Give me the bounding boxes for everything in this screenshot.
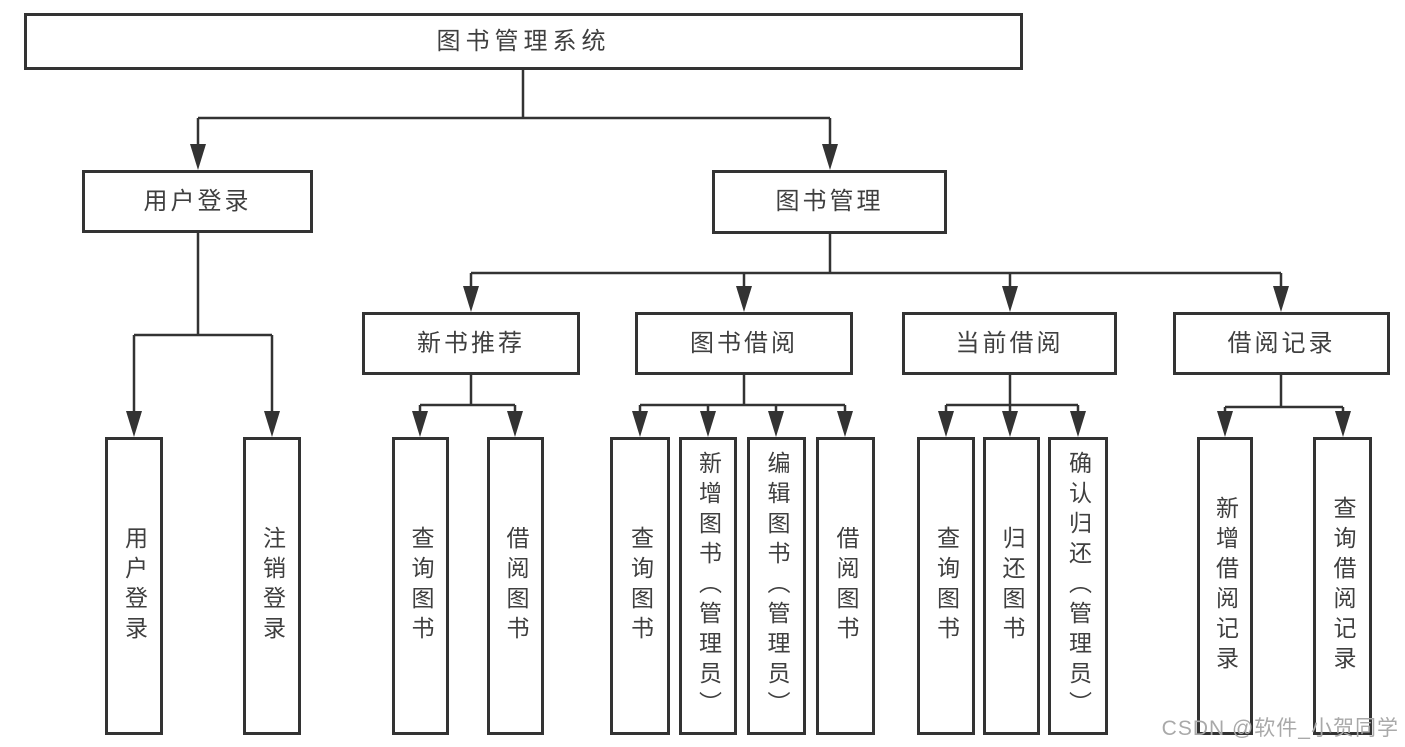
leaf-user-login: 用户登录 [105,437,163,735]
leaf-newbooks-query: 查询图书 [392,437,449,735]
leaf-borrow-query: 查询图书 [610,437,670,735]
node-book-mgmt: 图书管理 [712,170,947,234]
leaf-records-query: 查询借阅记录 [1313,437,1372,735]
connector-book-mgmt-split [469,234,1283,295]
leaf-current-return: 归还图书 [983,437,1040,735]
node-current-borrow: 当前借阅 [902,312,1117,375]
node-root: 图书管理系统 [24,13,1023,70]
leaf-logout: 注销登录 [243,437,301,735]
connector-user-login-split [132,233,274,420]
leaf-current-confirm-return-admin: 确认归还（管理员） [1048,437,1108,735]
connector-new-books-split [418,375,517,420]
connector-root-split [196,70,832,152]
leaf-current-query: 查询图书 [917,437,975,735]
connector-book-borrow-split [638,375,847,420]
arrowheads [126,144,1351,437]
node-borrow-records: 借阅记录 [1173,312,1390,375]
leaf-records-add: 新增借阅记录 [1197,437,1253,735]
node-new-books: 新书推荐 [362,312,580,375]
node-book-borrow: 图书借阅 [635,312,853,375]
leaf-borrow-edit-admin: 编辑图书（管理员） [747,437,806,735]
connector-borrow-records-split [1223,375,1345,420]
csdn-watermark: CSDN @软件_小贺同学 [1161,717,1399,740]
leaf-borrow-add-admin: 新增图书（管理员） [679,437,737,735]
leaf-newbooks-borrow: 借阅图书 [487,437,544,735]
leaf-borrow-borrow: 借阅图书 [816,437,875,735]
node-user-login: 用户登录 [82,170,313,233]
